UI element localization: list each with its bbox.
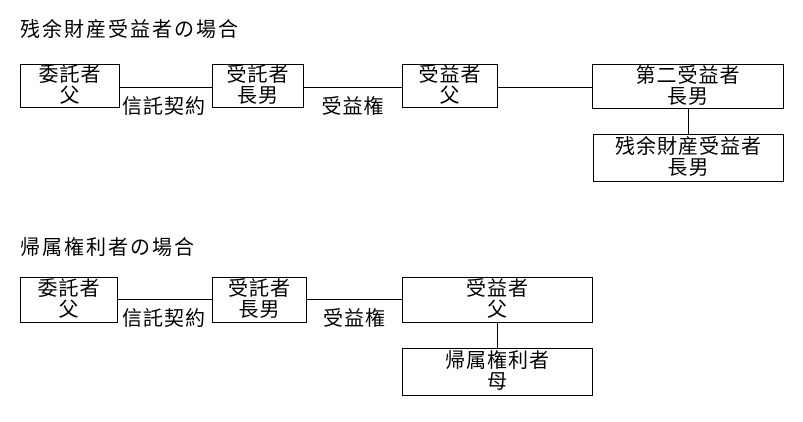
box-trustee: 受託者 長男 <box>212 64 304 108</box>
box-settlor-person: 父 <box>59 85 81 107</box>
box-residual-beneficiary-person: 長男 <box>667 157 710 179</box>
box-vested-rights-holder-role: 帰属権利者 <box>445 350 550 372</box>
connector-settlor-trustee <box>120 87 212 88</box>
box-trustee-role: 受託者 <box>226 64 290 86</box>
connector-settlor-trustee-2 <box>118 299 212 300</box>
box-settlor-2-person: 父 <box>58 299 80 321</box>
box-second-beneficiary: 第二受益者 長男 <box>592 64 784 109</box>
connector-beneficiary-vested-rights-holder <box>497 323 498 348</box>
connector-second-beneficiary-residual-beneficiary <box>688 108 689 134</box>
box-trustee-2: 受託者 長男 <box>212 277 307 323</box>
connector-trustee-beneficiary-2 <box>307 299 402 300</box>
box-beneficiary-person: 父 <box>439 85 461 107</box>
edge-label-beneficial-interest: 受益権 <box>321 96 385 118</box>
box-second-beneficiary-role: 第二受益者 <box>635 64 741 87</box>
box-vested-rights-holder-person: 母 <box>487 371 508 393</box>
box-residual-beneficiary: 残余財産受益者 長男 <box>593 134 784 182</box>
box-beneficiary-2-role: 受益者 <box>466 278 529 300</box>
box-second-beneficiary-person: 長男 <box>667 85 709 108</box>
box-residual-beneficiary-role: 残余財産受益者 <box>615 136 762 158</box>
box-vested-rights-holder: 帰属権利者 母 <box>402 348 593 396</box>
connector-trustee-beneficiary <box>304 87 402 88</box>
box-trustee-2-person: 長男 <box>238 299 281 321</box>
section-title-residual-beneficiary-case: 残余財産受益者の場合 <box>20 19 240 41</box>
edge-label-beneficial-interest-2: 受益権 <box>323 308 386 330</box>
section-title-vested-rights-holder-case: 帰属権利者の場合 <box>20 237 196 259</box>
edge-label-trust-contract-2: 信託契約 <box>122 308 206 330</box>
connector-beneficiary-second-beneficiary <box>498 87 592 88</box>
box-settlor: 委託者 父 <box>20 64 120 108</box>
box-settlor-2: 委託者 父 <box>20 277 118 323</box>
box-settlor-role: 委託者 <box>38 64 102 86</box>
box-beneficiary-2-person: 父 <box>487 299 508 321</box>
edge-label-trust-contract: 信託契約 <box>122 96 206 118</box>
box-settlor-2-role: 委託者 <box>37 278 101 300</box>
box-trustee-2-role: 受託者 <box>228 278 291 300</box>
box-beneficiary-2: 受益者 父 <box>402 277 593 323</box>
box-trustee-person: 長男 <box>237 85 279 107</box>
box-beneficiary: 受益者 父 <box>402 64 498 108</box>
box-beneficiary-role: 受益者 <box>418 64 482 86</box>
